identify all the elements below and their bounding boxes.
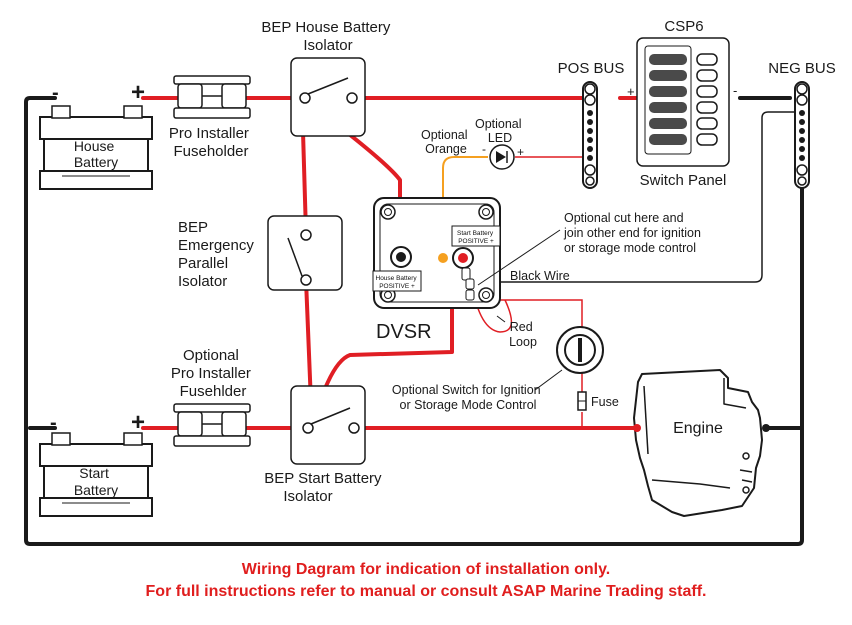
optional-orange-label: Optional Orange (421, 128, 471, 156)
start-battery-plus: + (131, 409, 145, 436)
black-wires (24, 94, 804, 546)
led-plus: + (517, 145, 524, 159)
black-wire-thin (481, 111, 802, 292)
start-fuseholder-icon (173, 403, 251, 447)
start-isolator-icon (290, 385, 366, 465)
house-isolator-label: BEP House Battery Isolator (261, 19, 394, 54)
house-battery-icon (39, 105, 153, 190)
start-battery-minus: - (50, 412, 57, 434)
house-isolator-icon (290, 57, 366, 137)
orange-wire (442, 156, 488, 258)
pos-bus-icon (582, 81, 598, 189)
optional-cut-label: Optional cut here and join other end for… (563, 211, 704, 255)
optional-switch-label: Optional Switch for Ignition or Storage … (392, 383, 544, 412)
engine-icon (633, 369, 763, 517)
csp6-label: CSP6 (664, 18, 703, 35)
red-loop-leader (496, 315, 506, 323)
cut-leader-line (477, 229, 561, 286)
key-switch-icon (556, 326, 604, 374)
footer-line-1: Wiring Dagram for indication of installa… (241, 561, 611, 578)
house-battery-label: House Battery (74, 138, 118, 170)
switch-panel-label: Switch Panel (640, 172, 727, 189)
house-battery-minus: - (52, 82, 59, 104)
engine-label: Engine (673, 420, 723, 437)
emergency-isolator-label: BEP Emergency Parallel Isolator (178, 219, 258, 290)
start-isolator-label: BEP Start Battery Isolator (264, 470, 385, 505)
fuse-label: Fuse (591, 395, 619, 409)
start-battery-positive-label: Start Battery POSITIVE + (457, 230, 495, 245)
dvsr-label: DVSR (376, 321, 432, 343)
house-battery-positive-label: House Battery POSITIVE + (376, 275, 419, 290)
neg-bus-label: NEG BUS (768, 60, 836, 77)
engine-neg-terminal (762, 424, 770, 432)
panel-minus: - (733, 83, 737, 98)
optional-led-label: Optional LED (475, 117, 525, 145)
red-loop-label: Red Loop (509, 320, 537, 349)
start-battery-icon (39, 432, 153, 517)
house-fuseholder-icon (173, 75, 251, 119)
black-wire-label: Black Wire (510, 269, 570, 283)
dvsr-icon (372, 197, 501, 309)
switch-panel-icon (636, 37, 730, 167)
key-switch-leader (534, 369, 563, 391)
start-battery-label: Start Battery (74, 465, 118, 498)
fuse-icon (577, 391, 587, 411)
pos-bus-label: POS BUS (558, 60, 625, 77)
house-battery-plus: + (131, 79, 145, 106)
led-minus: - (482, 142, 486, 156)
panel-plus: + (627, 84, 635, 99)
footer-line-2: For full instructions refer to manual or… (145, 583, 707, 600)
optional-fuseholder-label: Optional Pro Installer Fusehlder (171, 347, 255, 400)
neg-bus-icon (794, 81, 810, 189)
emergency-isolator-icon (267, 215, 343, 291)
led-icon (489, 144, 515, 170)
engine-pos-terminal (633, 424, 641, 432)
house-fuseholder-label: Pro Installer Fuseholder (169, 125, 253, 160)
